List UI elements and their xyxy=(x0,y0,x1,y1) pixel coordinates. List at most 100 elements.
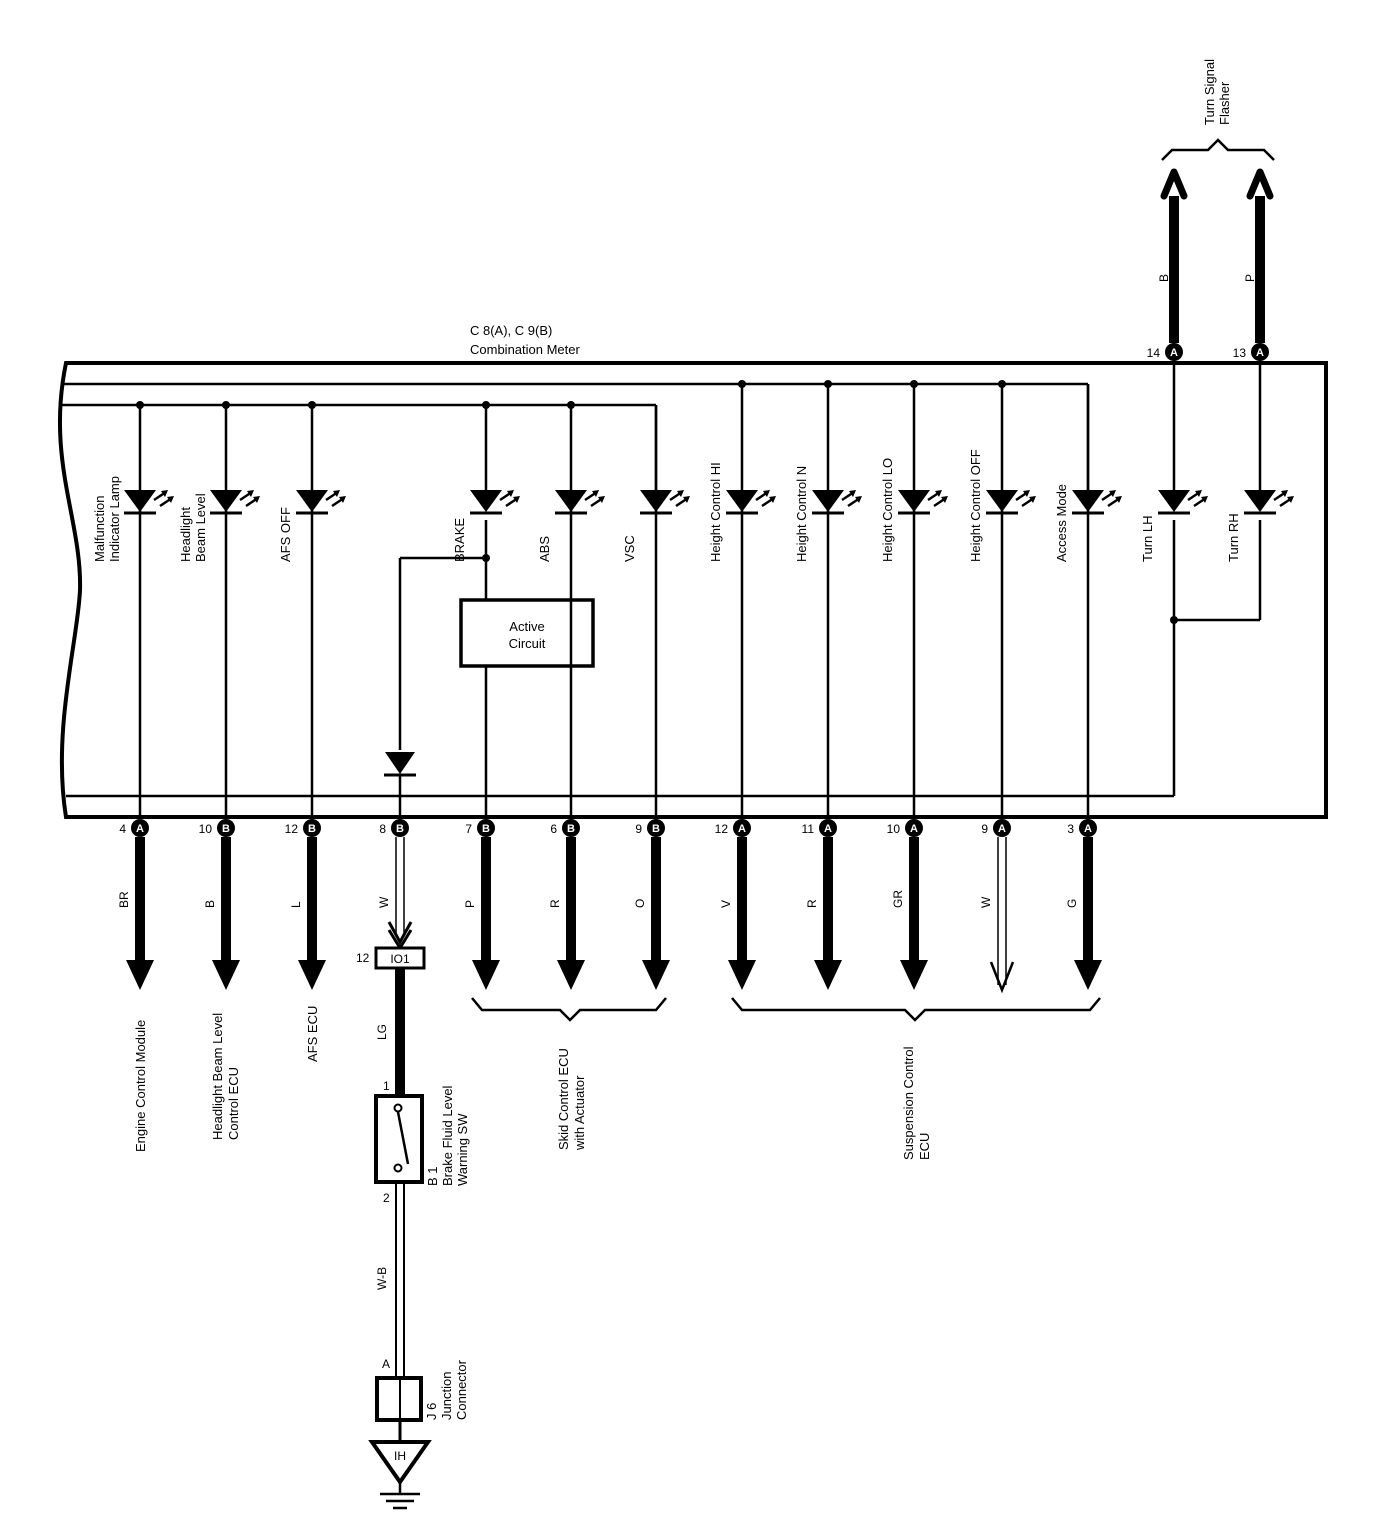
lamp-8-wire-arrow xyxy=(814,960,842,990)
lg-wire-label: LG xyxy=(375,1024,389,1040)
lamp-1-connector-pin-letter: A xyxy=(136,823,144,835)
lamp-1-wire-arrow xyxy=(126,960,154,990)
ground-point-ih xyxy=(368,1440,432,1486)
lamp-13-connector-pin xyxy=(1251,343,1269,361)
brake-warning-connector-pin xyxy=(391,819,409,837)
lamp-8-led-ray1-head xyxy=(849,490,856,497)
lamp-13-wire-arrow xyxy=(1246,168,1274,200)
lamp-3-led-body xyxy=(296,490,328,512)
junction-dot-4 xyxy=(482,401,490,409)
lamp-10-led-body xyxy=(986,490,1018,512)
wb-wire-label: W-B xyxy=(375,1267,389,1290)
lamp-4-label-line1: BRAKE xyxy=(452,518,467,562)
skid-ecu-label-line1: Skid Control ECU xyxy=(556,1048,571,1150)
lamp-13-label-line1: Turn RH xyxy=(1226,513,1241,562)
lamp-2-led-ray1-head xyxy=(247,490,254,497)
junction-dot-8 xyxy=(910,380,918,388)
lamp-4-led-ray1-head xyxy=(507,490,514,497)
b1-label-line1: B 1 xyxy=(425,1166,440,1186)
junction-dots xyxy=(136,380,1178,624)
b1-label-line2: Brake Fluid Level xyxy=(440,1085,455,1186)
lamp-3-led-ray2-head xyxy=(339,496,346,503)
b1-label-line3: Warning SW xyxy=(455,1113,470,1186)
j6-pin-label: A xyxy=(382,1357,390,1371)
lamp-3-pin-number: 12 xyxy=(285,822,299,836)
lamp-3-wire-arrow xyxy=(298,960,326,990)
meter-internal-wiring xyxy=(60,382,1262,817)
lamp-6-led-body xyxy=(640,490,672,512)
ecm-label: Engine Control Module xyxy=(133,1020,148,1152)
brake-warning-connector-pin-letter: B xyxy=(396,823,404,835)
lamp-6-connector-pin-letter: B xyxy=(652,823,660,835)
lamp-5-led-body xyxy=(555,490,587,512)
lamp-9-wire-arrow xyxy=(900,960,928,990)
brake-warning-wire-color: W xyxy=(377,896,391,908)
lamp-11-wire-color: G xyxy=(1065,899,1079,908)
lamp-6-wire-color: O xyxy=(633,899,647,908)
lamp-2-led-body xyxy=(210,490,242,512)
lamp-3-connector-pin-letter: B xyxy=(308,823,316,835)
lamp-4-wire-color: P xyxy=(463,900,477,908)
active-circuit-label-line2: Circuit xyxy=(509,636,546,651)
lamp-5-pin-number: 6 xyxy=(550,822,557,836)
lamp-6-pin-number: 9 xyxy=(635,822,642,836)
lamp-6-led-ray1-head xyxy=(677,490,684,497)
lamp-1-led-ray1-head xyxy=(161,490,168,497)
skid-ecu-brace xyxy=(471,997,667,1022)
lamp-8-label-line1: Height Control N xyxy=(794,466,809,562)
lamp-5-wire-color: R xyxy=(548,899,562,908)
lamp-2-wire-arrow xyxy=(212,960,240,990)
junction-dot-3 xyxy=(308,401,316,409)
lamp-9-led-ray2-head xyxy=(941,496,948,503)
active-circuit-label-line1: Active xyxy=(509,619,544,634)
lamp-5-connector-pin xyxy=(562,819,580,837)
b1-switch-contact xyxy=(393,1103,410,1173)
b1-pin-top: 1 xyxy=(383,1079,390,1093)
lamp-5-led-ray1-head xyxy=(592,490,599,497)
lamp-7-led-body xyxy=(726,490,758,512)
headlight-ecu-label-line2: Control ECU xyxy=(226,1067,241,1140)
junction-dot-10 xyxy=(482,554,490,562)
lamp-7-pin-number: 12 xyxy=(715,822,729,836)
flasher-brace xyxy=(1161,138,1275,161)
lamp-4-connector-pin-letter: B xyxy=(482,823,490,835)
j6-label-line1: J 6 xyxy=(424,1403,439,1420)
lamp-3-connector-pin xyxy=(303,819,321,837)
lamp-9-led-body xyxy=(898,490,930,512)
lamp-9-wire-color: GR xyxy=(891,890,905,908)
meter-connectors-label: C 8(A), C 9(B) xyxy=(470,323,552,338)
lamp-3-label-line1: AFS OFF xyxy=(278,507,293,562)
io1-pin-label: 12 xyxy=(356,951,370,965)
lamp-1-led-body xyxy=(124,490,156,512)
lamp-4-pin-number: 7 xyxy=(465,822,472,836)
lamp-8-connector-pin xyxy=(819,819,837,837)
lamp-13-pin-number: 13 xyxy=(1233,346,1247,360)
flasher-label-line1: Turn Signal xyxy=(1202,59,1217,125)
lamp-13-led-body xyxy=(1244,490,1276,512)
lamp-5-connector-pin-letter: B xyxy=(567,823,575,835)
lamp-13-wire-color: P xyxy=(1243,274,1257,282)
lamp-10-wire-color: W xyxy=(979,896,993,908)
lamp-5-led-ray2-head xyxy=(598,496,605,503)
lamp-1-label-line2: Indicator Lamp xyxy=(107,476,122,562)
lamp-1-led-ray2-head xyxy=(167,496,174,503)
afs-ecu-label: AFS ECU xyxy=(305,1006,320,1062)
lamp-3-led-ray1-head xyxy=(333,490,340,497)
lamp-2-pin-number: 10 xyxy=(199,822,213,836)
lamp-7-led-ray2-head xyxy=(769,496,776,503)
j6-label-line2: Junction xyxy=(439,1372,454,1420)
lamp-4-led-body xyxy=(470,490,502,512)
junction-dot-7 xyxy=(824,380,832,388)
lamp-6-wire-arrow xyxy=(642,960,670,990)
io1-connector-label: IO1 xyxy=(390,952,410,966)
lamp-12-led-body xyxy=(1158,490,1190,512)
lamp-1-connector-pin xyxy=(131,819,149,837)
flasher-label-line2: Flasher xyxy=(1217,81,1232,125)
lamp-12-label-line1: Turn LH xyxy=(1140,516,1155,562)
meter-name-label: Combination Meter xyxy=(470,342,580,357)
ground-symbol xyxy=(380,1482,420,1510)
lamp-12-connector-pin-letter: A xyxy=(1170,347,1178,359)
lamp-11-pin-number: 3 xyxy=(1067,822,1074,836)
ground-label: IH xyxy=(394,1449,406,1463)
